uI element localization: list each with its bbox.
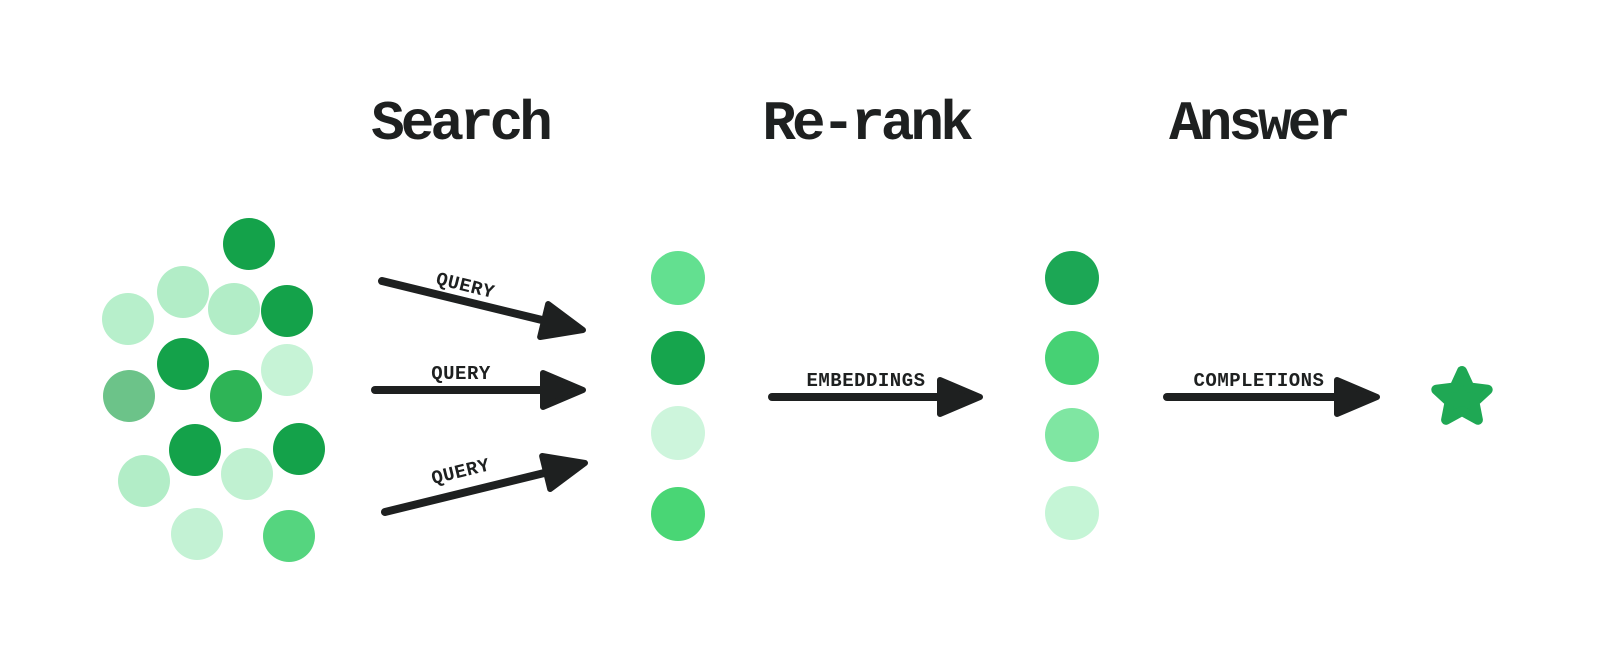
arrow-head xyxy=(937,377,983,417)
document-dot xyxy=(273,423,325,475)
reranked-dot xyxy=(1045,331,1099,385)
document-dot xyxy=(157,338,209,390)
arrow-label: EMBEDDINGS xyxy=(806,370,925,392)
arrow-line xyxy=(381,467,556,516)
arrow-label: QUERY xyxy=(431,363,491,385)
document-dot xyxy=(102,293,154,345)
document-dot xyxy=(210,370,262,422)
reranked-dot xyxy=(1045,408,1099,462)
document-dot xyxy=(169,424,221,476)
search-result-dot xyxy=(651,331,705,385)
search-result-dot xyxy=(651,406,705,460)
arrow-head xyxy=(539,453,588,493)
document-dot xyxy=(118,455,170,507)
arrow-head xyxy=(537,301,586,341)
document-dot xyxy=(223,218,275,270)
search-result-dot xyxy=(651,251,705,305)
arrow-head xyxy=(1334,377,1380,417)
search-result-dot xyxy=(651,487,705,541)
document-dot xyxy=(261,344,313,396)
document-dot xyxy=(157,266,209,318)
arrow-head xyxy=(540,370,586,410)
document-dot xyxy=(171,508,223,560)
document-dot xyxy=(221,448,273,500)
answer-star-icon xyxy=(1431,366,1493,425)
stage-heading-rerank: Re-rank xyxy=(762,92,973,156)
arrow-label: COMPLETIONS xyxy=(1194,370,1325,392)
stage-heading-search: Search xyxy=(371,92,553,156)
arrow-line xyxy=(378,277,554,326)
document-dot xyxy=(263,510,315,562)
stage-heading-answer: Answer xyxy=(1169,92,1351,156)
reranked-dot xyxy=(1045,486,1099,540)
reranked-dot xyxy=(1045,251,1099,305)
document-dot xyxy=(261,285,313,337)
document-dot xyxy=(208,283,260,335)
document-dot xyxy=(103,370,155,422)
